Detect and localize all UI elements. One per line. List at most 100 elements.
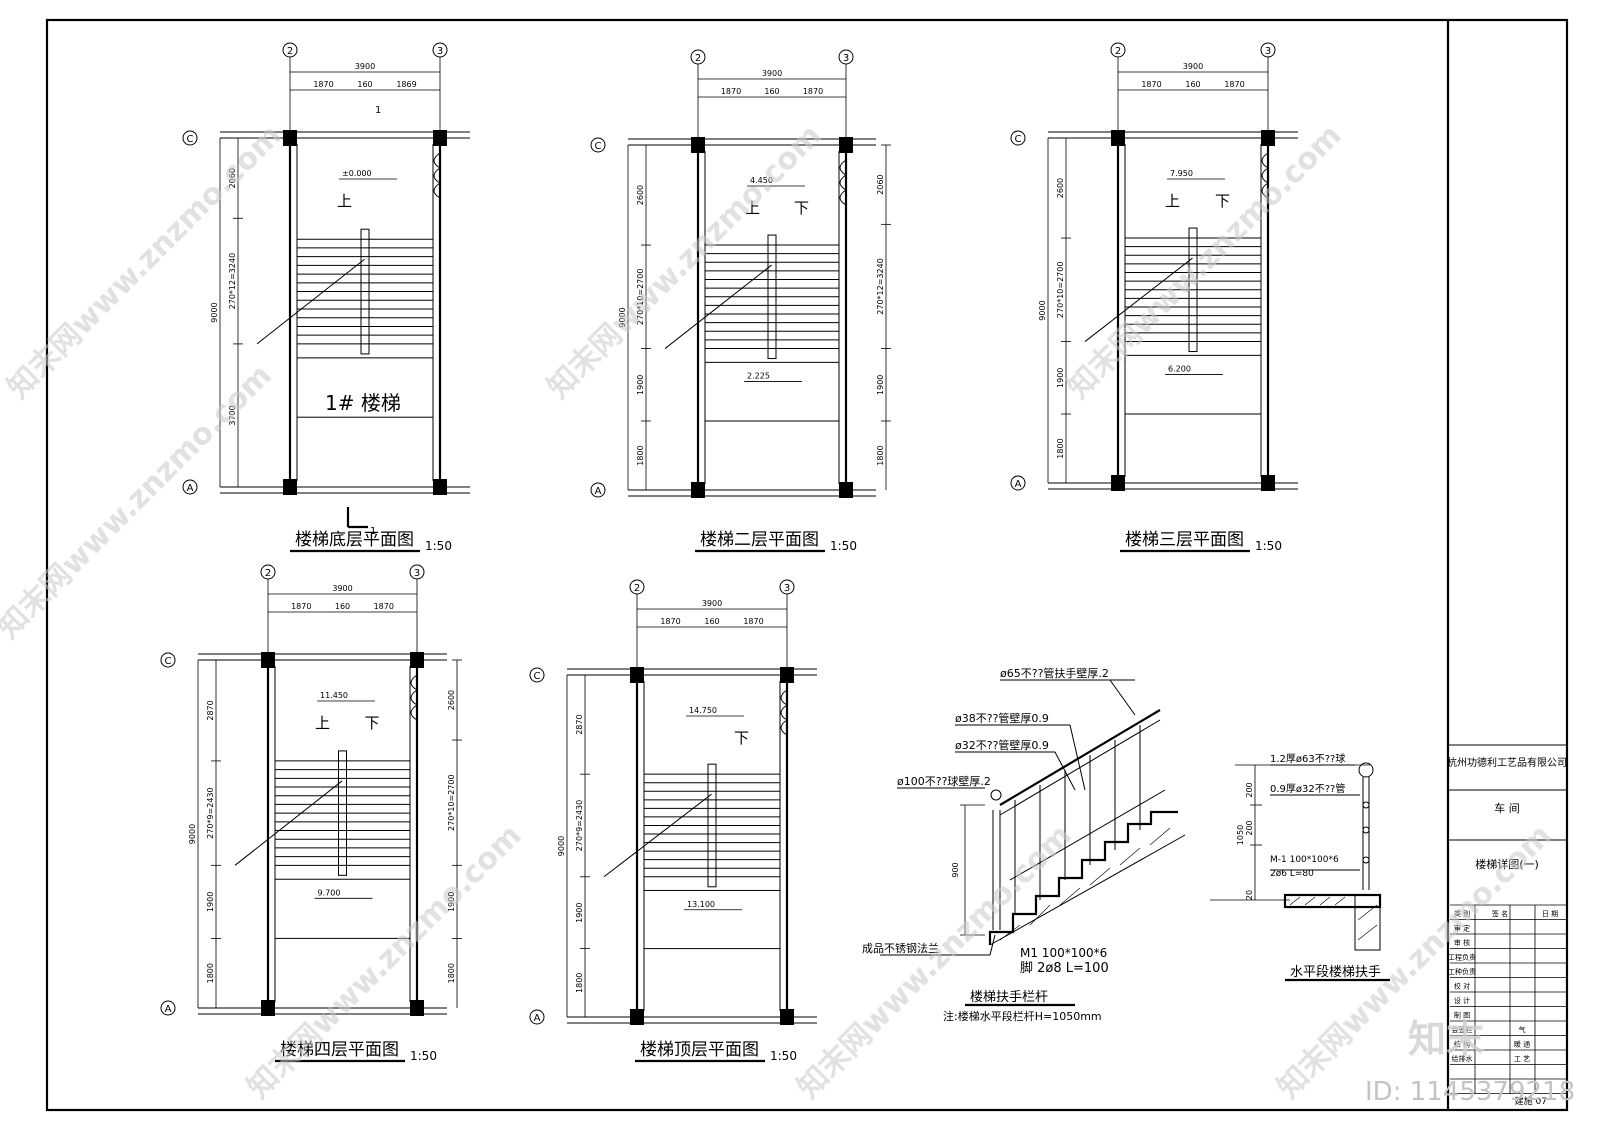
dim-left-seg-1: 270*10=2700 — [1056, 262, 1065, 319]
elevation-top: 7.950 — [1170, 169, 1193, 178]
label-up: 上 — [315, 714, 330, 732]
railing-height-dim: 900 — [951, 862, 960, 877]
plan-title: 楼梯顶层平面图 — [640, 1040, 759, 1060]
dim-right-seg-2: 1900 — [876, 375, 885, 395]
tb-row-6: 制 图 — [1454, 1011, 1470, 1020]
stair-well — [338, 750, 347, 876]
axis-bubble-left-label: 2 — [634, 583, 640, 594]
tb-row-1: 审 核 — [1454, 938, 1470, 947]
row-bubble-bottom-label: A — [1015, 479, 1022, 490]
label-down: 下 — [365, 714, 380, 732]
column-3 — [433, 479, 447, 495]
label-down: 下 — [794, 199, 809, 217]
dim-left-total: 9000 — [618, 307, 627, 327]
plan-title: 楼梯二层平面图 — [700, 530, 819, 550]
dim-right-seg-1: 270*12=3240 — [876, 258, 885, 315]
dim-left-seg-1: 270*9=2430 — [206, 787, 215, 838]
axis-bubble-right-label: 3 — [1265, 46, 1271, 57]
plan-scale: 1:50 — [830, 539, 857, 553]
row-bubble-top — [590, 137, 606, 153]
row-bubble-bottom-label: A — [534, 1013, 541, 1024]
tb-row-7: 会签栏 — [1452, 1025, 1473, 1034]
plan-title: 楼梯三层平面图 — [1125, 530, 1244, 550]
dim-right-seg-3: 1800 — [447, 963, 456, 983]
watermark-logo: 知末 — [1408, 1017, 1484, 1061]
axis-bubble-right-label: 3 — [843, 53, 849, 64]
dim-left-seg-0: 2600 — [1056, 178, 1065, 198]
dim-right-seg-2: 1900 — [447, 892, 456, 912]
watermark-5: 知末网www.znzmo.com — [241, 818, 529, 1106]
landing — [1124, 354, 1262, 415]
dim-left-seg-2: 1900 — [1056, 368, 1065, 388]
company-name: 杭州功德利工艺品有限公司 — [1447, 756, 1567, 769]
stair-well — [1188, 227, 1198, 353]
break-line — [256, 258, 365, 345]
railing-label-pipe32: ø32不??管壁厚0.9 — [955, 738, 1049, 752]
dim-total: 3900 — [702, 599, 722, 608]
plan-scale: 1:50 — [425, 539, 452, 553]
section-mark-top: 1 — [375, 105, 381, 116]
column-2 — [283, 479, 297, 495]
dim-left-seg-0: 2870 — [575, 714, 584, 734]
railing-plate-label: M1 100*100*6 — [1020, 946, 1107, 960]
dim-mid: 160 — [357, 80, 372, 89]
sheet-number: 建施 07 — [1515, 1095, 1547, 1107]
tb-header-sign: 签 名 — [1492, 909, 1508, 918]
railing-flange-label: 成品不锈钢法兰 — [862, 941, 939, 955]
column-3 — [780, 1009, 794, 1025]
dim-left-seg-1: 270*12=3240 — [228, 253, 237, 310]
break-line — [603, 793, 712, 878]
section-mark-bottom: 1 — [370, 526, 376, 537]
plan-title: 楼梯四层平面图 — [280, 1040, 399, 1060]
dim-right: 1870 — [374, 602, 394, 611]
elevation-top: 4.450 — [750, 176, 773, 185]
door-swing-top — [1261, 152, 1269, 199]
row-bubble-bottom — [160, 1000, 176, 1016]
row-bubble-bottom-label: A — [187, 483, 194, 494]
horizontal-detail-title: 水平段楼梯扶手 — [1290, 965, 1381, 980]
dim-total: 3900 — [332, 584, 352, 593]
horizontal-dim-2: 200 — [1245, 820, 1254, 835]
axis-bubble-left-label: 2 — [287, 46, 293, 57]
row-bubble-top — [160, 652, 176, 668]
horizontal-dim-1: 200 — [1245, 782, 1254, 797]
dim-left-seg-0: 2870 — [206, 700, 215, 720]
tb-row-8: 结 构 — [1454, 1040, 1470, 1049]
label-up: 上 — [1165, 192, 1180, 210]
landing — [296, 357, 434, 418]
plan-scale: 1:50 — [410, 1049, 437, 1063]
dim-left-total: 9000 — [1038, 300, 1047, 320]
landing — [704, 361, 840, 422]
dim-mid: 160 — [764, 87, 779, 96]
tb-row-3: 工种负责 — [1448, 967, 1476, 976]
landing — [274, 878, 411, 939]
tb-header-type: 类 别 — [1454, 909, 1470, 918]
dim-total: 3900 — [762, 69, 782, 78]
tb-row-2: 工程负责 — [1448, 953, 1476, 962]
row-bubble-top — [1010, 130, 1026, 146]
horizontal-label-pipe: 0.9厚ø32不??管 — [1270, 782, 1345, 795]
railing-anchor-label: 脚 2ø8 L=100 — [1020, 960, 1109, 976]
dim-left-seg-2: 1900 — [206, 892, 215, 912]
stair-well — [360, 228, 370, 355]
dim-right: 1870 — [1224, 80, 1244, 89]
axis-bubble-right-label: 3 — [437, 46, 443, 57]
dim-left-seg-3: 1800 — [206, 963, 215, 983]
door-swing-top — [839, 159, 847, 206]
tb-row-9: 给排水 — [1452, 1054, 1473, 1063]
horizontal-label-anchor: 2ø6 L=80 — [1270, 869, 1314, 879]
drawing-frame — [45, 18, 1569, 1112]
tb-row-5: 设 计 — [1454, 996, 1470, 1005]
elevation-top: 14.750 — [689, 706, 717, 715]
dim-left: 1870 — [291, 602, 311, 611]
plan-scale: 1:50 — [1255, 539, 1282, 553]
row-bubble-top-label: C — [534, 671, 541, 682]
project-name: 车 间 — [1494, 801, 1520, 815]
horizontal-railing-detail: 200 200 1050 20 1.2厚ø63不??球 0.9厚ø32不??管 … — [1210, 752, 1390, 982]
room-label: 1# 楼梯 — [325, 391, 401, 415]
horizontal-dim-total: 1050 — [1236, 825, 1245, 845]
column-3 — [410, 1000, 424, 1016]
dim-right-seg-1: 270*10=2700 — [447, 774, 456, 831]
dim-left: 1870 — [721, 87, 741, 96]
